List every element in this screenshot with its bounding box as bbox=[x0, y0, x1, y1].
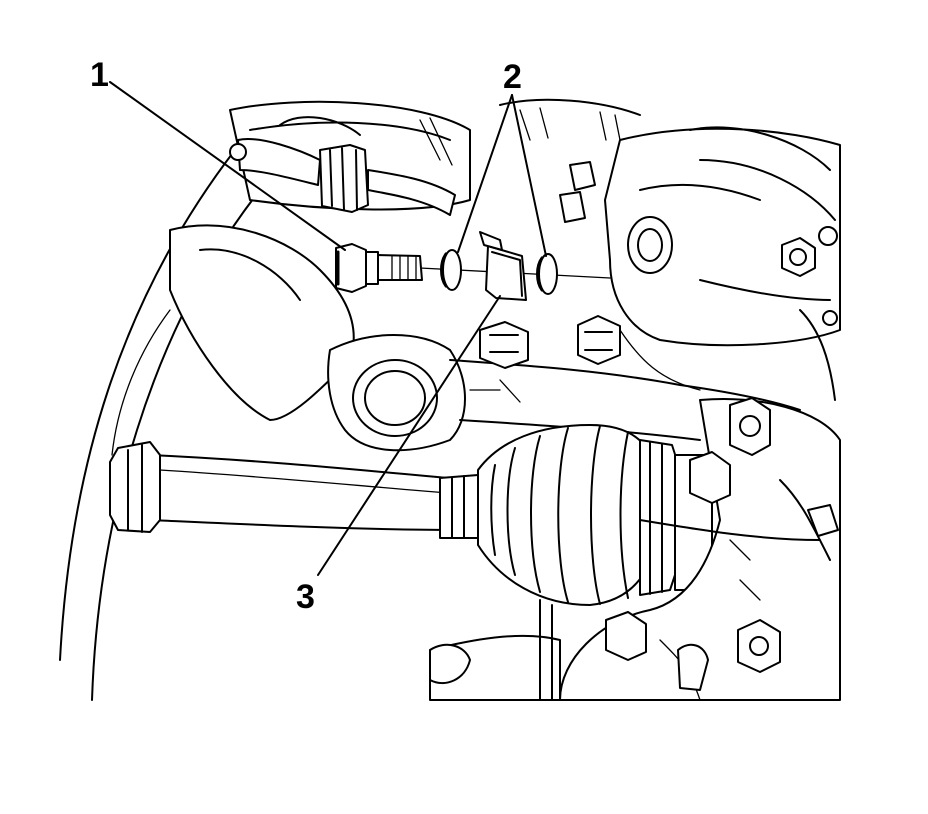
leader-line-2a bbox=[457, 94, 513, 253]
lower-knuckle bbox=[429, 397, 841, 701]
leader-line-2b bbox=[511, 94, 547, 257]
drive-shaft bbox=[109, 441, 479, 539]
leader-lines bbox=[109, 81, 547, 576]
cam-bracket bbox=[479, 231, 527, 301]
callout-1: 1 bbox=[90, 56, 109, 94]
leader-line-3 bbox=[317, 295, 501, 576]
cv-boot bbox=[477, 424, 713, 606]
exploded-fasteners bbox=[335, 231, 611, 301]
lower-control-arm bbox=[169, 224, 801, 452]
knuckle-housing bbox=[559, 126, 841, 401]
upper-suspension-assembly bbox=[229, 98, 641, 216]
washer-left bbox=[440, 249, 462, 291]
callout-2: 2 bbox=[503, 58, 522, 96]
washer-right bbox=[536, 253, 558, 295]
bolt bbox=[335, 243, 423, 293]
leader-line-1 bbox=[109, 81, 346, 251]
callout-3: 3 bbox=[296, 578, 315, 616]
